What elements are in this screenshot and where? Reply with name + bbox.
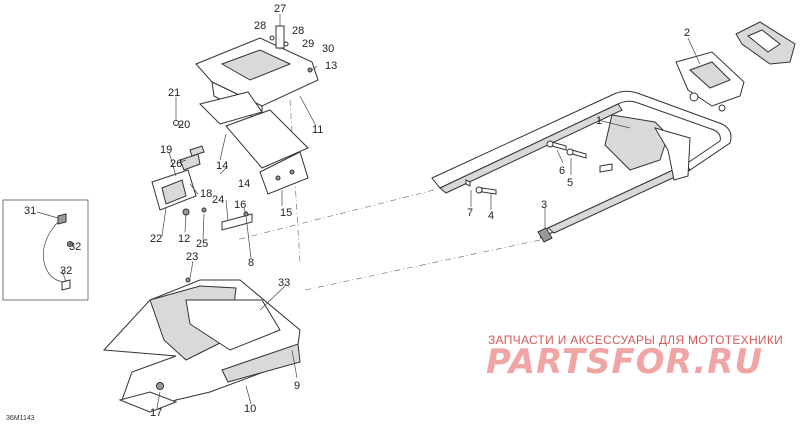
callout-11: 11: [312, 124, 323, 136]
leader-lines: [36, 37, 701, 409]
assembly-line: [304, 239, 541, 291]
callout-14b: 14: [238, 178, 250, 190]
callout-18: 18: [200, 188, 212, 200]
callout-33: 33: [278, 277, 290, 289]
callout-29: 29: [302, 38, 314, 50]
rack-frame: [431, 90, 732, 239]
callout-6: 6: [559, 165, 565, 177]
license-plate-bracket: [195, 37, 319, 195]
callout-27: 27: [274, 3, 286, 15]
callout-1: 1: [596, 115, 602, 127]
diagram-code: 36M1143: [6, 415, 35, 422]
wire-harness-panel: [2, 199, 89, 301]
rear-fender: [102, 279, 301, 413]
callout-25: 25: [196, 238, 208, 250]
callout-4: 4: [488, 210, 494, 222]
callout-31: 31: [24, 205, 36, 217]
callout-23: 23: [186, 251, 198, 263]
callout-32a: 32: [69, 241, 81, 253]
callout-7: 7: [467, 207, 473, 219]
callout-2: 2: [684, 27, 690, 39]
callout-28a: 28: [254, 20, 266, 32]
callout-13: 13: [325, 60, 337, 72]
callout-28b: 28: [292, 25, 304, 37]
callout-17: 17: [150, 407, 162, 419]
callouts: 1 2 3 4 5 6 7 8 9 10 11 12 13 14 14 15 1…: [24, 3, 690, 419]
callout-9: 9: [294, 380, 300, 392]
reflector-mount: [151, 120, 205, 216]
callout-21: 21: [168, 87, 180, 99]
assembly-line: [235, 189, 435, 241]
reflector-plate: [735, 21, 796, 65]
watermark-logo: PARTSFOR.RU: [486, 342, 764, 382]
spring-assembly: [269, 14, 289, 50]
callout-19: 19: [160, 144, 172, 156]
tail-light-housing: [675, 51, 745, 112]
callout-3: 3: [541, 199, 547, 211]
callout-24: 24: [212, 194, 224, 206]
callout-10: 10: [244, 403, 256, 415]
callout-14a: 14: [216, 160, 228, 172]
watermark-tagline: ЗАПЧАСТИ И АКСЕССУАРЫ ДЛЯ МОТОТЕХНИКИ: [488, 333, 784, 347]
callout-16: 16: [234, 199, 246, 211]
plate: [221, 213, 253, 231]
callout-26: 26: [170, 158, 182, 170]
callout-8: 8: [248, 257, 254, 269]
callout-5: 5: [567, 177, 573, 189]
callout-20: 20: [178, 119, 190, 131]
rack-screws: [465, 140, 613, 195]
callout-30: 30: [322, 43, 334, 55]
callout-12: 12: [178, 233, 190, 245]
callout-32b: 32: [60, 265, 72, 277]
callout-22: 22: [150, 233, 162, 245]
callout-15: 15: [280, 207, 292, 219]
rail-end-cap: [537, 227, 553, 243]
